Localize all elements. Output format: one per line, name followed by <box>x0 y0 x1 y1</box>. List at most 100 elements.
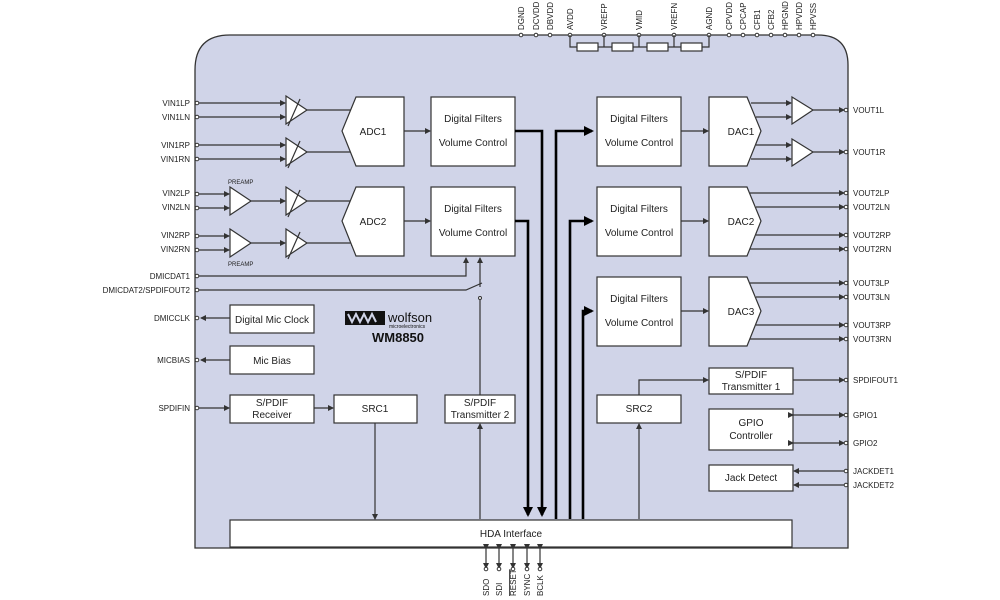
adc2-block: ADC2 <box>341 186 405 257</box>
pin-connector-icon <box>518 32 524 38</box>
spdif-transmitter-1-block: S/PDIF Transmitter 1 <box>638 367 845 395</box>
pin-connector-icon <box>496 566 502 572</box>
pin-label-gpio1: GPIO1 <box>853 411 878 420</box>
amplifier-icon <box>791 137 815 168</box>
top-pin: VREFN <box>670 3 679 38</box>
bottom-pin: BCLK <box>536 544 545 596</box>
spdif-receiver-block: S/PDIF Receiver <box>199 394 334 424</box>
pin-connector-icon <box>843 294 849 300</box>
pin-connector-icon <box>843 149 849 155</box>
top-pin-label: CFB2 <box>767 9 776 30</box>
preamp-icon <box>229 227 253 259</box>
bottom-pin-label: SYNC <box>523 574 532 596</box>
bottom-pin-label: SDI <box>495 583 504 596</box>
pin-label-vin1rp: VIN1RP <box>161 141 190 150</box>
spdif-transmitter-2-block: S/PDIF Transmitter 2 <box>444 394 516 519</box>
dac1-filters-block: Digital Filters Volume Control <box>596 96 682 167</box>
svg-text:Digital Filters: Digital Filters <box>444 114 502 125</box>
jack-detect-block: Jack Detect <box>708 464 844 492</box>
top-pin: CFB2 <box>767 9 776 38</box>
pin-label-vout1r: VOUT1R <box>853 148 886 157</box>
pin-label-dmicdat2: DMICDAT2/SPDIFOUT2 <box>103 286 191 295</box>
pin-label-vin2lp: VIN2LP <box>162 189 190 198</box>
adc1-filters-block: Digital Filters Volume Control <box>430 96 516 167</box>
pin-connector-icon <box>194 114 200 120</box>
pin-connector-icon <box>782 32 788 38</box>
svg-text:HDA Interface: HDA Interface <box>480 529 543 540</box>
svg-text:GPIO: GPIO <box>738 418 763 429</box>
svg-text:DAC3: DAC3 <box>728 307 755 318</box>
pin-label-vout3rn: VOUT3RN <box>853 335 891 344</box>
top-pin-label: VMID <box>635 10 644 30</box>
svg-text:SRC1: SRC1 <box>362 404 389 415</box>
pin-connector-icon <box>843 107 849 113</box>
top-pin-label: CPCAP <box>739 2 748 30</box>
dac2-block: DAC2 <box>708 186 762 257</box>
top-pin-label: CFB1 <box>753 9 762 30</box>
top-pin-label: HPVSS <box>809 3 818 30</box>
pin-label-spdifin: SPDIFIN <box>158 404 190 413</box>
pin-connector-icon <box>547 32 553 38</box>
left-pins: VIN1LP VIN1LN VIN1RP VIN1RN VIN2LP VIN2L… <box>103 99 200 413</box>
top-pin: AGND <box>705 7 714 38</box>
pga-amplifiers <box>285 94 309 260</box>
pin-connector-icon <box>194 357 200 363</box>
line-output-wires <box>750 190 845 342</box>
svg-text:Transmitter 1: Transmitter 1 <box>722 382 781 393</box>
bottom-pin: SDI <box>495 544 504 596</box>
digital-mic-clock-block: Digital Mic Clock <box>200 304 315 334</box>
svg-text:Jack Detect: Jack Detect <box>725 473 777 484</box>
top-pin: CPCAP <box>739 2 748 38</box>
resistor-ladder <box>569 35 710 52</box>
pin-label-vin1rn: VIN1RN <box>161 155 191 164</box>
pin-label-jackdet2: JACKDET2 <box>853 481 894 490</box>
src1-block: SRC1 <box>333 394 418 520</box>
top-pin: CPVDD <box>725 2 734 38</box>
svg-text:Digital Filters: Digital Filters <box>610 204 668 215</box>
pin-connector-icon <box>843 468 849 474</box>
svg-text:Volume Control: Volume Control <box>439 138 507 149</box>
pin-label-vin2rp: VIN2RP <box>161 231 190 240</box>
pin-label-vout2rn: VOUT2RN <box>853 245 891 254</box>
svg-text:ADC2: ADC2 <box>360 217 387 228</box>
top-pin-label: VREFP <box>600 3 609 30</box>
wolfson-logo: wolfson microelectronics WM8850 <box>345 310 432 345</box>
bottom-pin: SYNC <box>523 544 532 596</box>
bottom-pin-label: RESET <box>509 569 518 596</box>
dac2-filters-block: Digital Filters Volume Control <box>596 186 682 257</box>
svg-text:Receiver: Receiver <box>252 410 292 421</box>
headphone-amplifiers <box>751 95 845 168</box>
bottom-pin-label: SDO <box>482 579 491 596</box>
bottom-pin-label: BCLK <box>536 574 545 596</box>
pin-connector-icon <box>194 100 200 106</box>
preamp-label: PREAMP <box>228 180 253 186</box>
preamp-label: PREAMP <box>228 262 253 268</box>
dac1-block: DAC1 <box>708 96 762 167</box>
svg-text:Volume Control: Volume Control <box>605 318 673 329</box>
amplifier-icon <box>791 95 815 126</box>
dmic-wires <box>199 257 483 396</box>
hda-interface-block: HDA Interface <box>229 519 793 548</box>
pin-connector-icon <box>740 32 746 38</box>
pin-connector-icon <box>843 190 849 196</box>
pin-connector-icon <box>843 280 849 286</box>
pin-label-jackdet1: JACKDET1 <box>853 467 894 476</box>
top-pin: DCVDD <box>532 1 541 38</box>
pin-label-vin1ln: VIN1LN <box>162 113 190 122</box>
pin-connector-icon <box>194 156 200 162</box>
pin-label-spdifout1: SPDIFOUT1 <box>853 376 898 385</box>
pin-connector-icon <box>810 32 816 38</box>
pin-label-vin2rn: VIN2RN <box>161 245 191 254</box>
top-pin: AVDD <box>566 8 575 38</box>
gpio-controller-block: GPIO Controller <box>708 408 845 451</box>
pin-label-dmicdat1: DMICDAT1 <box>150 272 191 281</box>
pin-connector-icon <box>726 32 732 38</box>
pin-connector-icon <box>843 440 849 446</box>
chip-title: WM8850 <box>372 330 424 345</box>
svg-text:Volume Control: Volume Control <box>439 228 507 239</box>
top-pin-label: AVDD <box>566 8 575 30</box>
top-pin: DBVDD <box>546 2 555 38</box>
pin-label-vout3ln: VOUT3LN <box>853 293 890 302</box>
top-pin-label: HPVDD <box>795 2 804 30</box>
